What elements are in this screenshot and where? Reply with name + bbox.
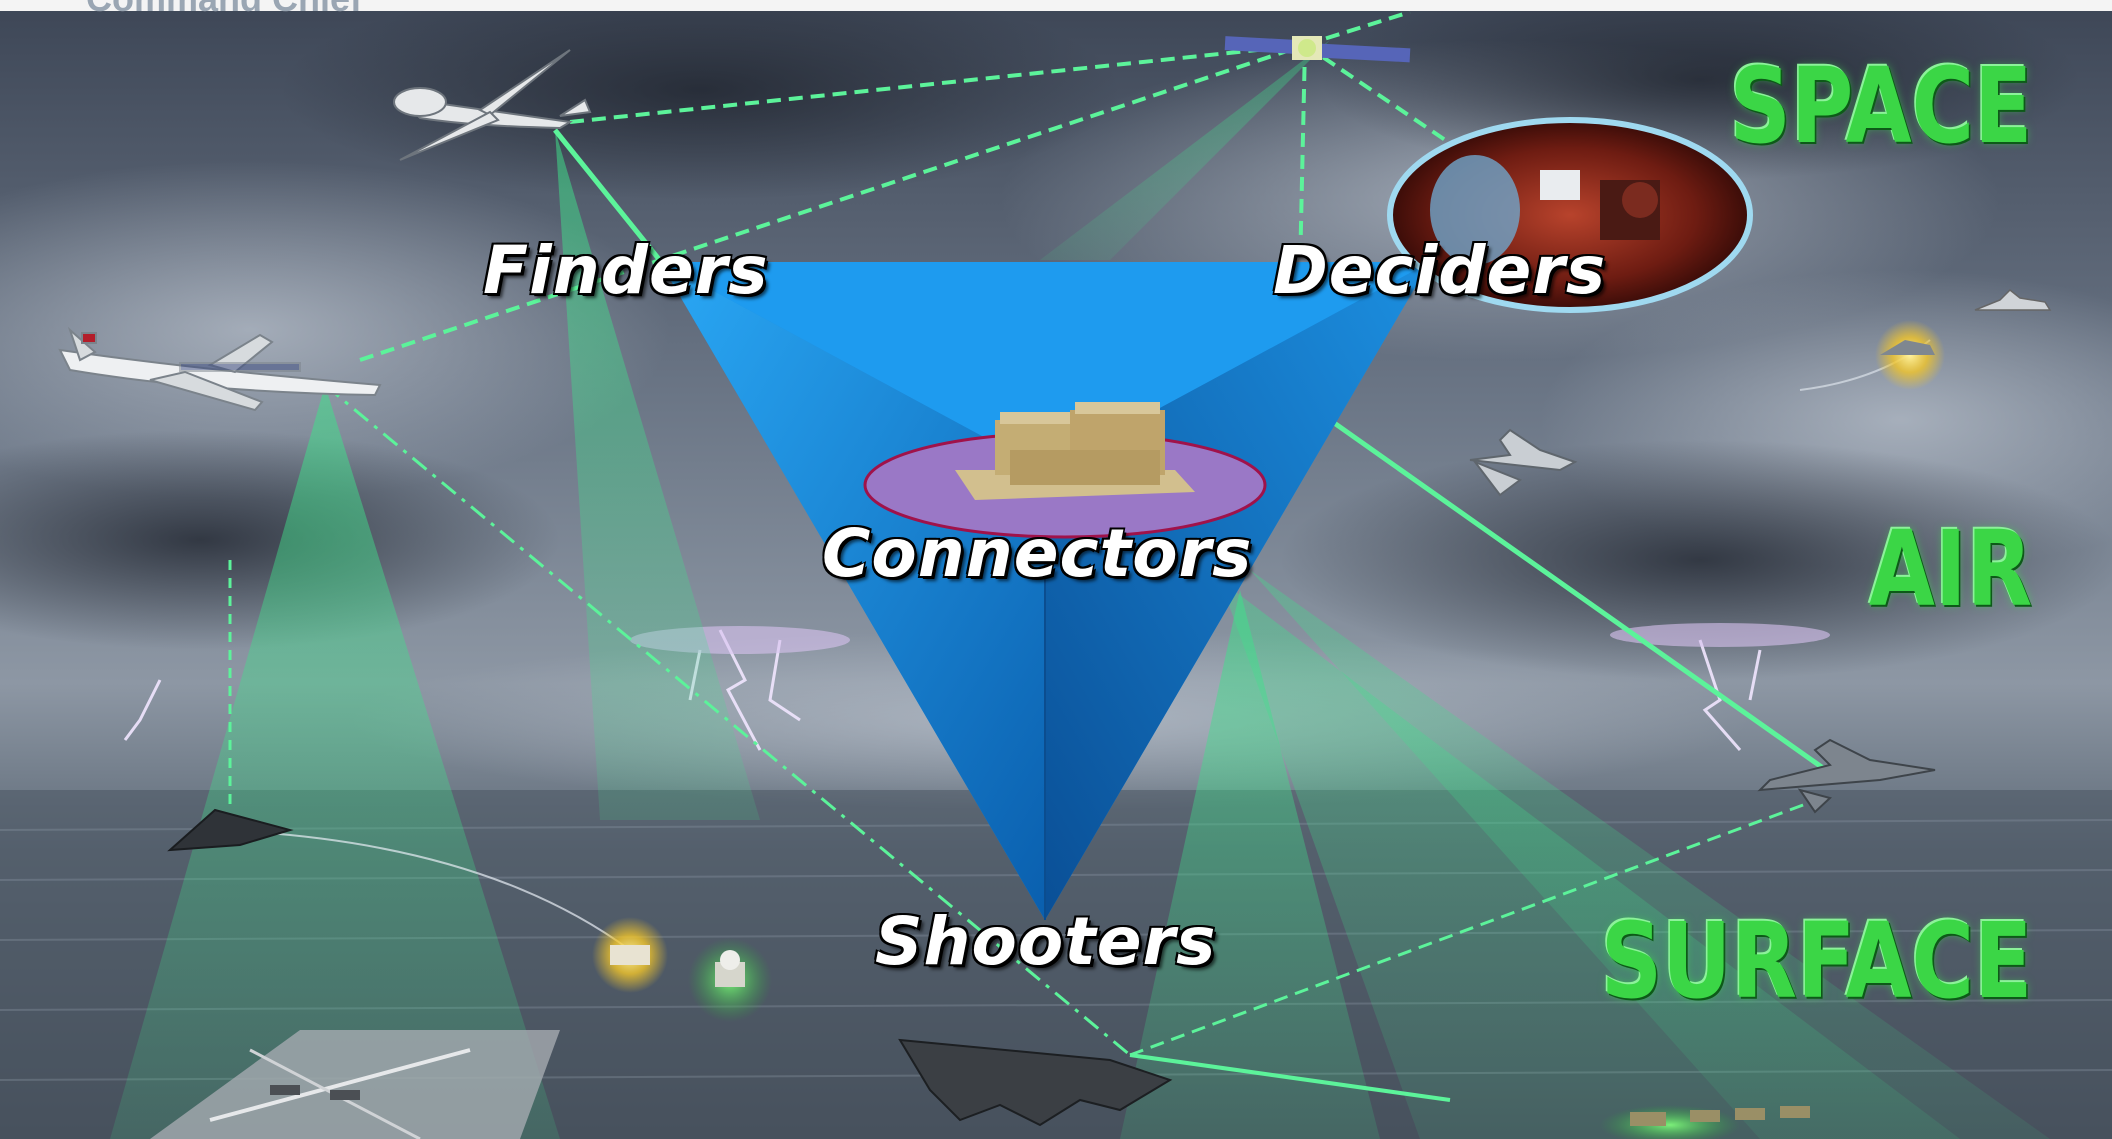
cockpit-icon <box>1387 117 1753 313</box>
drone-icon <box>393 49 592 161</box>
satellite-icon <box>1224 36 1411 63</box>
airbase-icon <box>150 1030 560 1139</box>
stealth-bomber-icon <box>898 1038 1173 1127</box>
fighter-jet-icon <box>1469 428 1578 497</box>
surveillance-aircraft-icon <box>58 326 382 412</box>
label-shooters: Shooters <box>875 903 1217 980</box>
label-air: AIR <box>1868 508 2032 630</box>
label-deciders: Deciders <box>1273 232 1607 309</box>
label-surface: SURFACE <box>1600 900 2032 1022</box>
header-caption: Command Chief <box>86 0 362 20</box>
label-connectors: Connectors <box>822 515 1253 592</box>
sensor-beams <box>110 40 2050 1139</box>
label-space: SPACE <box>1729 45 2032 167</box>
fighter-jet-icon <box>1974 288 2052 311</box>
stealth-bomber-icon <box>167 808 294 852</box>
label-finders: Finders <box>483 232 769 309</box>
top-banner: Command Chief <box>0 0 2112 19</box>
vehicles-icon <box>1630 1106 1810 1126</box>
fighter-jet-icon <box>1757 738 1936 814</box>
command-center-icon <box>863 402 1267 539</box>
